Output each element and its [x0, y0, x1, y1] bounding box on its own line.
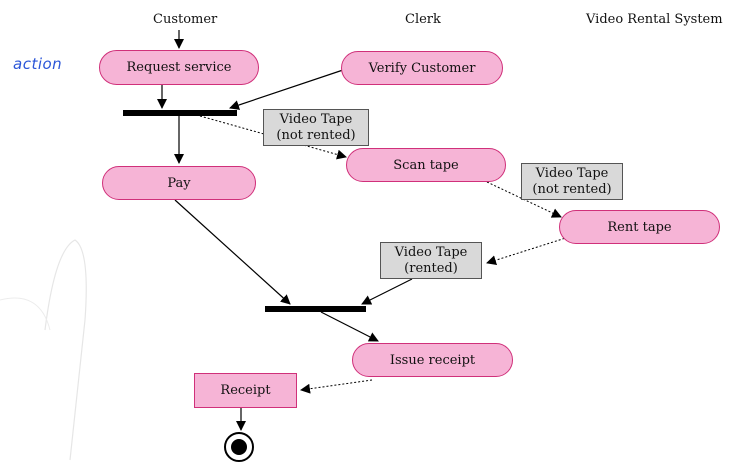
swimlane-customer-header: Customer — [153, 12, 218, 27]
action-issue-receipt: Issue receipt — [352, 343, 513, 377]
object-label-line2: (not rented) — [532, 181, 612, 197]
action-rent-tape: Rent tape — [559, 210, 720, 244]
action-label: Issue receipt — [389, 352, 476, 368]
object-label: Receipt — [220, 383, 271, 398]
object-label-line1: Video Tape — [535, 165, 609, 181]
action-label: Verify Customer — [368, 60, 476, 76]
join-bar — [265, 306, 366, 312]
handwritten-annotation: action — [13, 55, 63, 73]
final-node-icon — [224, 432, 254, 462]
object-video-tape-not-rented: Video Tape (not rented) — [263, 109, 369, 146]
action-label: Pay — [167, 175, 191, 191]
fork-bar — [123, 110, 237, 116]
action-pay: Pay — [102, 166, 256, 200]
object-receipt: Receipt — [194, 373, 297, 408]
object-label-line1: Video Tape — [279, 111, 353, 127]
action-label: Scan tape — [393, 157, 459, 173]
object-video-tape-rented: Video Tape (rented) — [380, 242, 482, 279]
object-label-line1: Video Tape — [394, 244, 468, 260]
object-label-line2: (rented) — [404, 260, 458, 276]
action-scan-tape: Scan tape — [346, 148, 506, 182]
action-label: Request service — [126, 60, 232, 75]
action-request-service: Request service — [99, 50, 259, 85]
action-verify-customer: Verify Customer — [341, 51, 503, 85]
swimlane-clerk-header: Clerk — [405, 12, 441, 27]
object-label-line2: (not rented) — [276, 127, 356, 143]
action-label: Rent tape — [607, 219, 672, 235]
object-video-tape-not-rented: Video Tape (not rented) — [521, 163, 623, 200]
swimlane-system-header: Video Rental System — [586, 12, 723, 27]
